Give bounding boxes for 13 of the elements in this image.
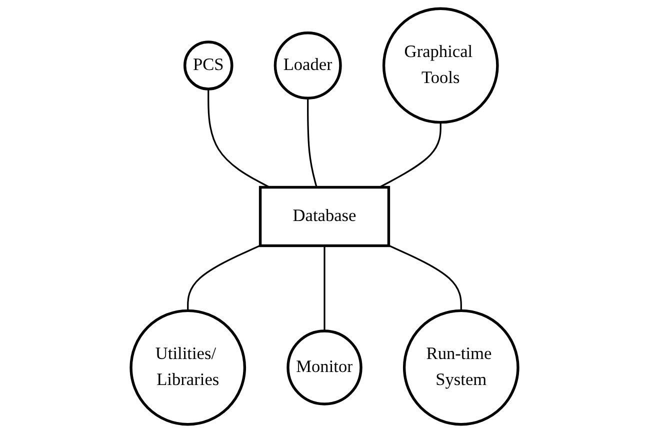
node-circle: Monitor [286,330,362,406]
node-circle: PCS [184,40,234,90]
connector [187,244,261,311]
node-box: Database [258,186,390,248]
node-circle: Run-time System [402,309,520,426]
connector [324,246,326,331]
connector [379,122,442,188]
connector [208,89,270,188]
node-circle: Loader [274,32,342,100]
node-circle: Utilities/ Libraries [130,309,246,426]
connector [388,244,462,311]
connector [307,98,318,188]
node-circle: Graphical Tools [382,7,499,124]
